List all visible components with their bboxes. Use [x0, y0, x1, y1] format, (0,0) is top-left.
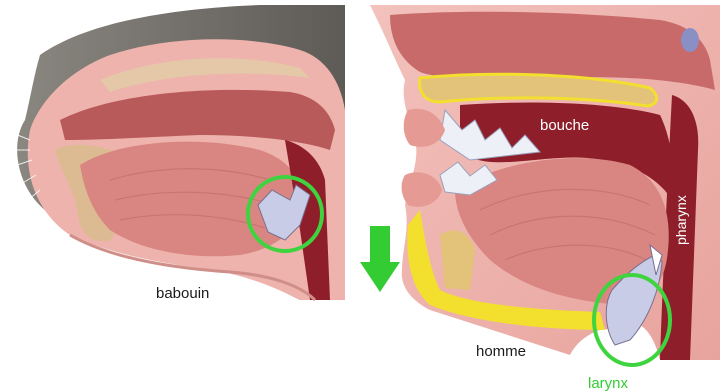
label-larynx: larynx: [588, 375, 629, 392]
label-mouth: bouche: [540, 117, 589, 134]
down-arrow-icon: [360, 226, 400, 292]
baboon-head-illustration: [5, 5, 345, 300]
label-baboon: babouin: [156, 285, 209, 302]
label-pharynx: pharynx: [673, 195, 689, 245]
label-human: homme: [476, 343, 526, 360]
